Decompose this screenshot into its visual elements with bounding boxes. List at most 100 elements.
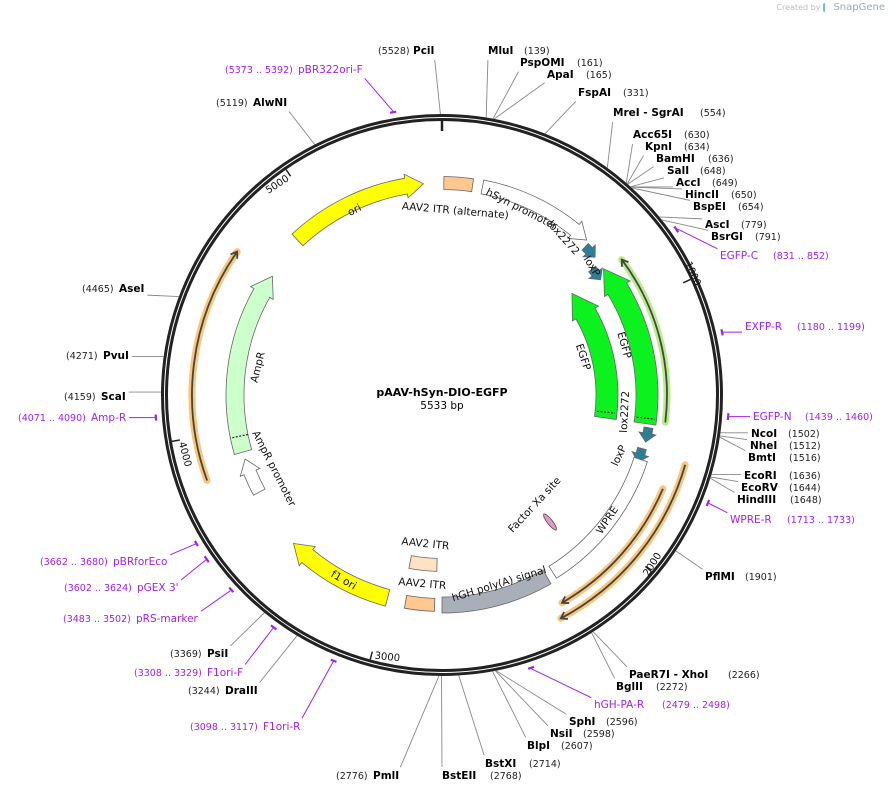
feature-aav2-itr[interactable]: [408, 555, 438, 572]
restriction-site[interactable]: KpnI(634): [645, 141, 710, 153]
restriction-site[interactable]: BsrGI(791): [711, 231, 781, 243]
primer-label[interactable]: pRS-marker(3483 .. 3502): [63, 613, 199, 625]
leader-line: [676, 228, 718, 250]
feature-hsyn-promoter[interactable]: [480, 179, 588, 241]
leader-line: [627, 166, 654, 185]
feature-ampr-promoter[interactable]: [239, 458, 266, 496]
primer-binding-mark[interactable]: [389, 110, 397, 114]
restriction-site[interactable]: ApaI(165): [547, 69, 612, 81]
feature-hgh-poly-a-signal[interactable]: [441, 569, 552, 614]
primer-label[interactable]: F1ori-R(3098 .. 3117): [190, 721, 300, 733]
restriction-site[interactable]: NcoI(1502): [751, 428, 820, 440]
restriction-site[interactable]: PmlI(2776): [336, 770, 399, 782]
orf-right-inner[interactable]: [561, 488, 664, 604]
restriction-site[interactable]: BglII(2272): [616, 681, 688, 693]
restriction-site[interactable]: BstXI(2714): [485, 758, 561, 770]
primer-label[interactable]: hGH-PA-R(2479 .. 2498): [594, 699, 730, 711]
primer-binding-mark[interactable]: [726, 413, 730, 421]
restriction-site[interactable]: EcoRV(1644): [741, 482, 821, 494]
restriction-site[interactable]: PflMI(1901): [705, 571, 777, 583]
restriction-site[interactable]: BamHI(636): [656, 153, 734, 165]
restriction-site[interactable]: NsiI(2598): [550, 728, 615, 740]
segment-boundary: [636, 416, 655, 420]
leader-line: [631, 186, 683, 190]
feature-ampr[interactable]: [225, 275, 274, 455]
feature-aav2-itr[interactable]: [403, 594, 436, 612]
primer-range: (3098 .. 3117): [190, 722, 258, 733]
feature-ori[interactable]: [291, 173, 425, 247]
enzyme-name: PvuI: [103, 350, 129, 362]
leader-line: [244, 627, 274, 665]
primer-label[interactable]: F1ori-F(3308 .. 3329): [134, 667, 243, 679]
restriction-site[interactable]: HindIII(1648): [737, 494, 822, 506]
primer-label[interactable]: Amp-R(4071 .. 4090): [18, 412, 126, 424]
orf-ampr[interactable]: [191, 251, 238, 481]
restriction-site[interactable]: AlwNI(5119): [216, 97, 287, 109]
restriction-site[interactable]: HincII(650): [685, 189, 757, 201]
enzyme-name: ApaI: [547, 69, 574, 81]
restriction-site[interactable]: PvuI(4271): [66, 350, 129, 362]
restriction-site[interactable]: NheI(1512): [750, 440, 821, 452]
primer-binding-mark[interactable]: [673, 225, 680, 233]
restriction-site[interactable]: BstEII(2768): [442, 770, 522, 782]
restriction-site[interactable]: MreI - SgrAI(554): [613, 107, 726, 119]
orf-egfp[interactable]: [620, 259, 668, 423]
feature-egfp[interactable]: [571, 292, 619, 420]
primer-binding-mark[interactable]: [330, 658, 337, 663]
orf-arrowhead-icon: [560, 596, 570, 605]
enzyme-name: BspEI: [693, 201, 726, 213]
restriction-site[interactable]: AseI(4465): [82, 283, 144, 295]
primer-binding-mark[interactable]: [720, 329, 724, 336]
primer-binding-mark[interactable]: [527, 665, 535, 670]
feature-loxp[interactable]: [587, 265, 603, 281]
primer-label[interactable]: EXFP-R(1180 .. 1199): [745, 321, 865, 333]
primer-binding-mark[interactable]: [270, 624, 278, 631]
primer-name: pBR322ori-F: [298, 64, 363, 76]
primer-binding-mark[interactable]: [193, 540, 199, 547]
restriction-site[interactable]: Acc65I(630): [633, 129, 710, 141]
primer-binding-mark[interactable]: [203, 555, 210, 563]
tick-label: 1000: [682, 260, 702, 288]
restriction-site[interactable]: AscI(779): [705, 219, 767, 231]
feature-factor-xa-site[interactable]: [542, 513, 558, 532]
restriction-site[interactable]: BspEI(654): [693, 201, 764, 213]
restriction-site[interactable]: PsiI(3369): [170, 648, 228, 660]
restriction-site[interactable]: AccI(649): [676, 177, 738, 189]
primer-range: (1713 .. 1733): [787, 515, 855, 526]
primer-label[interactable]: EGFP-C(831 .. 852): [720, 250, 829, 262]
feature-aav2-itr-alternate[interactable]: [443, 176, 474, 193]
enzyme-position: (634): [684, 142, 710, 153]
restriction-site[interactable]: DraIII(3244): [188, 685, 258, 697]
restriction-site[interactable]: MluI(139): [488, 45, 550, 57]
orf-right-outer[interactable]: [560, 464, 687, 620]
primer-label[interactable]: WPRE-R(1713 .. 1733): [730, 514, 855, 526]
restriction-site[interactable]: PspOMI(161): [520, 57, 603, 69]
primer-label[interactable]: pBR322ori-F(5373 .. 5392): [225, 64, 363, 76]
restriction-site[interactable]: PciI(5528): [378, 45, 434, 57]
enzyme-position: (554): [700, 108, 726, 119]
feature-wpre[interactable]: [548, 456, 648, 579]
primer-binding-mark[interactable]: [705, 499, 711, 507]
enzyme-position: (1644): [789, 483, 821, 494]
leader-line: [630, 177, 665, 188]
feature-egfp[interactable]: [603, 268, 659, 426]
enzyme-position: (2607): [561, 741, 593, 752]
primer-binding-mark[interactable]: [228, 586, 235, 593]
restriction-site[interactable]: ScaI(4159): [64, 391, 126, 403]
feature-f1-ori[interactable]: [292, 543, 391, 607]
primer-label[interactable]: pGEX 3'(3602 .. 3624): [64, 582, 179, 594]
restriction-site[interactable]: SphI(2596): [569, 716, 638, 728]
restriction-site[interactable]: SalI(648): [667, 165, 726, 177]
feature-lox2272[interactable]: [581, 243, 596, 258]
restriction-site[interactable]: FspAI(331): [578, 87, 649, 99]
restriction-site[interactable]: BlpI(2607): [527, 740, 593, 752]
restriction-site[interactable]: PaeR7I - XhoI(2266): [629, 669, 760, 681]
leader-line: [591, 632, 616, 679]
leader-line: [494, 82, 545, 120]
primer-name: EXFP-R: [745, 321, 782, 333]
primer-label[interactable]: EGFP-N(1439 .. 1460): [753, 411, 873, 423]
feature-lox2272[interactable]: [638, 426, 657, 443]
restriction-site[interactable]: EcoRI(1636): [744, 470, 821, 482]
primer-label[interactable]: pBRforEco(3662 .. 3680): [40, 556, 167, 568]
restriction-site[interactable]: BmtI(1516): [748, 452, 821, 464]
